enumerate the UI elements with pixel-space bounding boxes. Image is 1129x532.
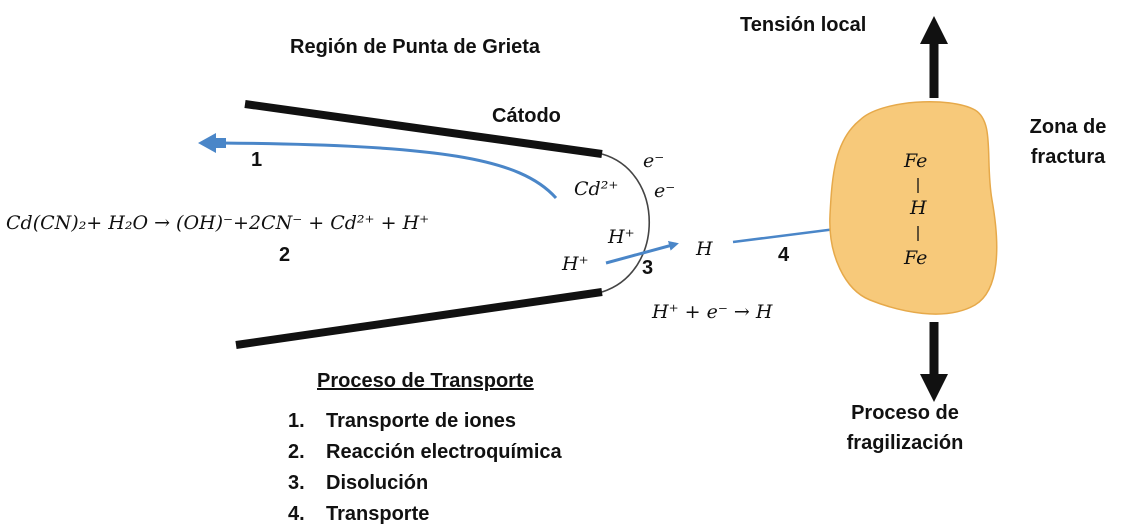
reduction-equation: H⁺ + e⁻ → H — [652, 301, 773, 323]
process-heading: Proceso de Transporte — [317, 370, 534, 392]
list-item: 3.Disolución — [288, 472, 429, 494]
local-stress-label: Tensión local — [740, 14, 867, 36]
step-number-2: 2 — [279, 244, 291, 266]
embrittlement-label: Proceso de fragilización — [846, 402, 964, 454]
list-item: 2.Reacción electroquímica — [288, 441, 562, 463]
step-number-1: 1 — [251, 149, 263, 171]
fracture-zone-blob — [829, 100, 998, 315]
process-list: 1.Transporte de iones 2.Reacción electro… — [288, 406, 562, 530]
crack-tip-curve — [601, 153, 651, 293]
ion-transport-arrow — [219, 141, 558, 200]
step-number-4: 4 — [778, 244, 790, 266]
fracture-fe-bottom: Fe — [904, 247, 928, 269]
fracture-zone-label: Zona de fractura — [1029, 116, 1107, 168]
h-plus-inner-label: H⁺ — [608, 226, 635, 248]
diagram-title: Región de Punta de Grieta — [290, 36, 541, 58]
electron-label-1: e⁻ — [643, 150, 665, 172]
list-item: 4.Transporte — [288, 503, 430, 525]
cd-ion-label: Cd²⁺ — [574, 178, 619, 200]
fracture-h: H — [910, 197, 927, 219]
crack-lower-wall — [235, 288, 603, 349]
h-plus-left-label: H⁺ — [562, 253, 589, 275]
list-item: 1.Transporte de iones — [288, 410, 517, 432]
dissolution-arrow — [605, 241, 679, 265]
step-number-3: 3 — [642, 257, 654, 279]
main-reaction-equation: Cd(CN)₂+ H₂O → (OH)⁻+2CN⁻ + Cd²⁺ + H⁺ — [6, 212, 430, 234]
fracture-fe-top: Fe — [904, 150, 928, 172]
electron-label-2: e⁻ — [654, 180, 676, 202]
cathode-label: Cátodo — [492, 105, 561, 127]
crack-upper-wall — [244, 100, 603, 158]
hydrogen-atom-label: H — [696, 238, 713, 260]
ion-transport-arrowhead — [198, 133, 226, 153]
